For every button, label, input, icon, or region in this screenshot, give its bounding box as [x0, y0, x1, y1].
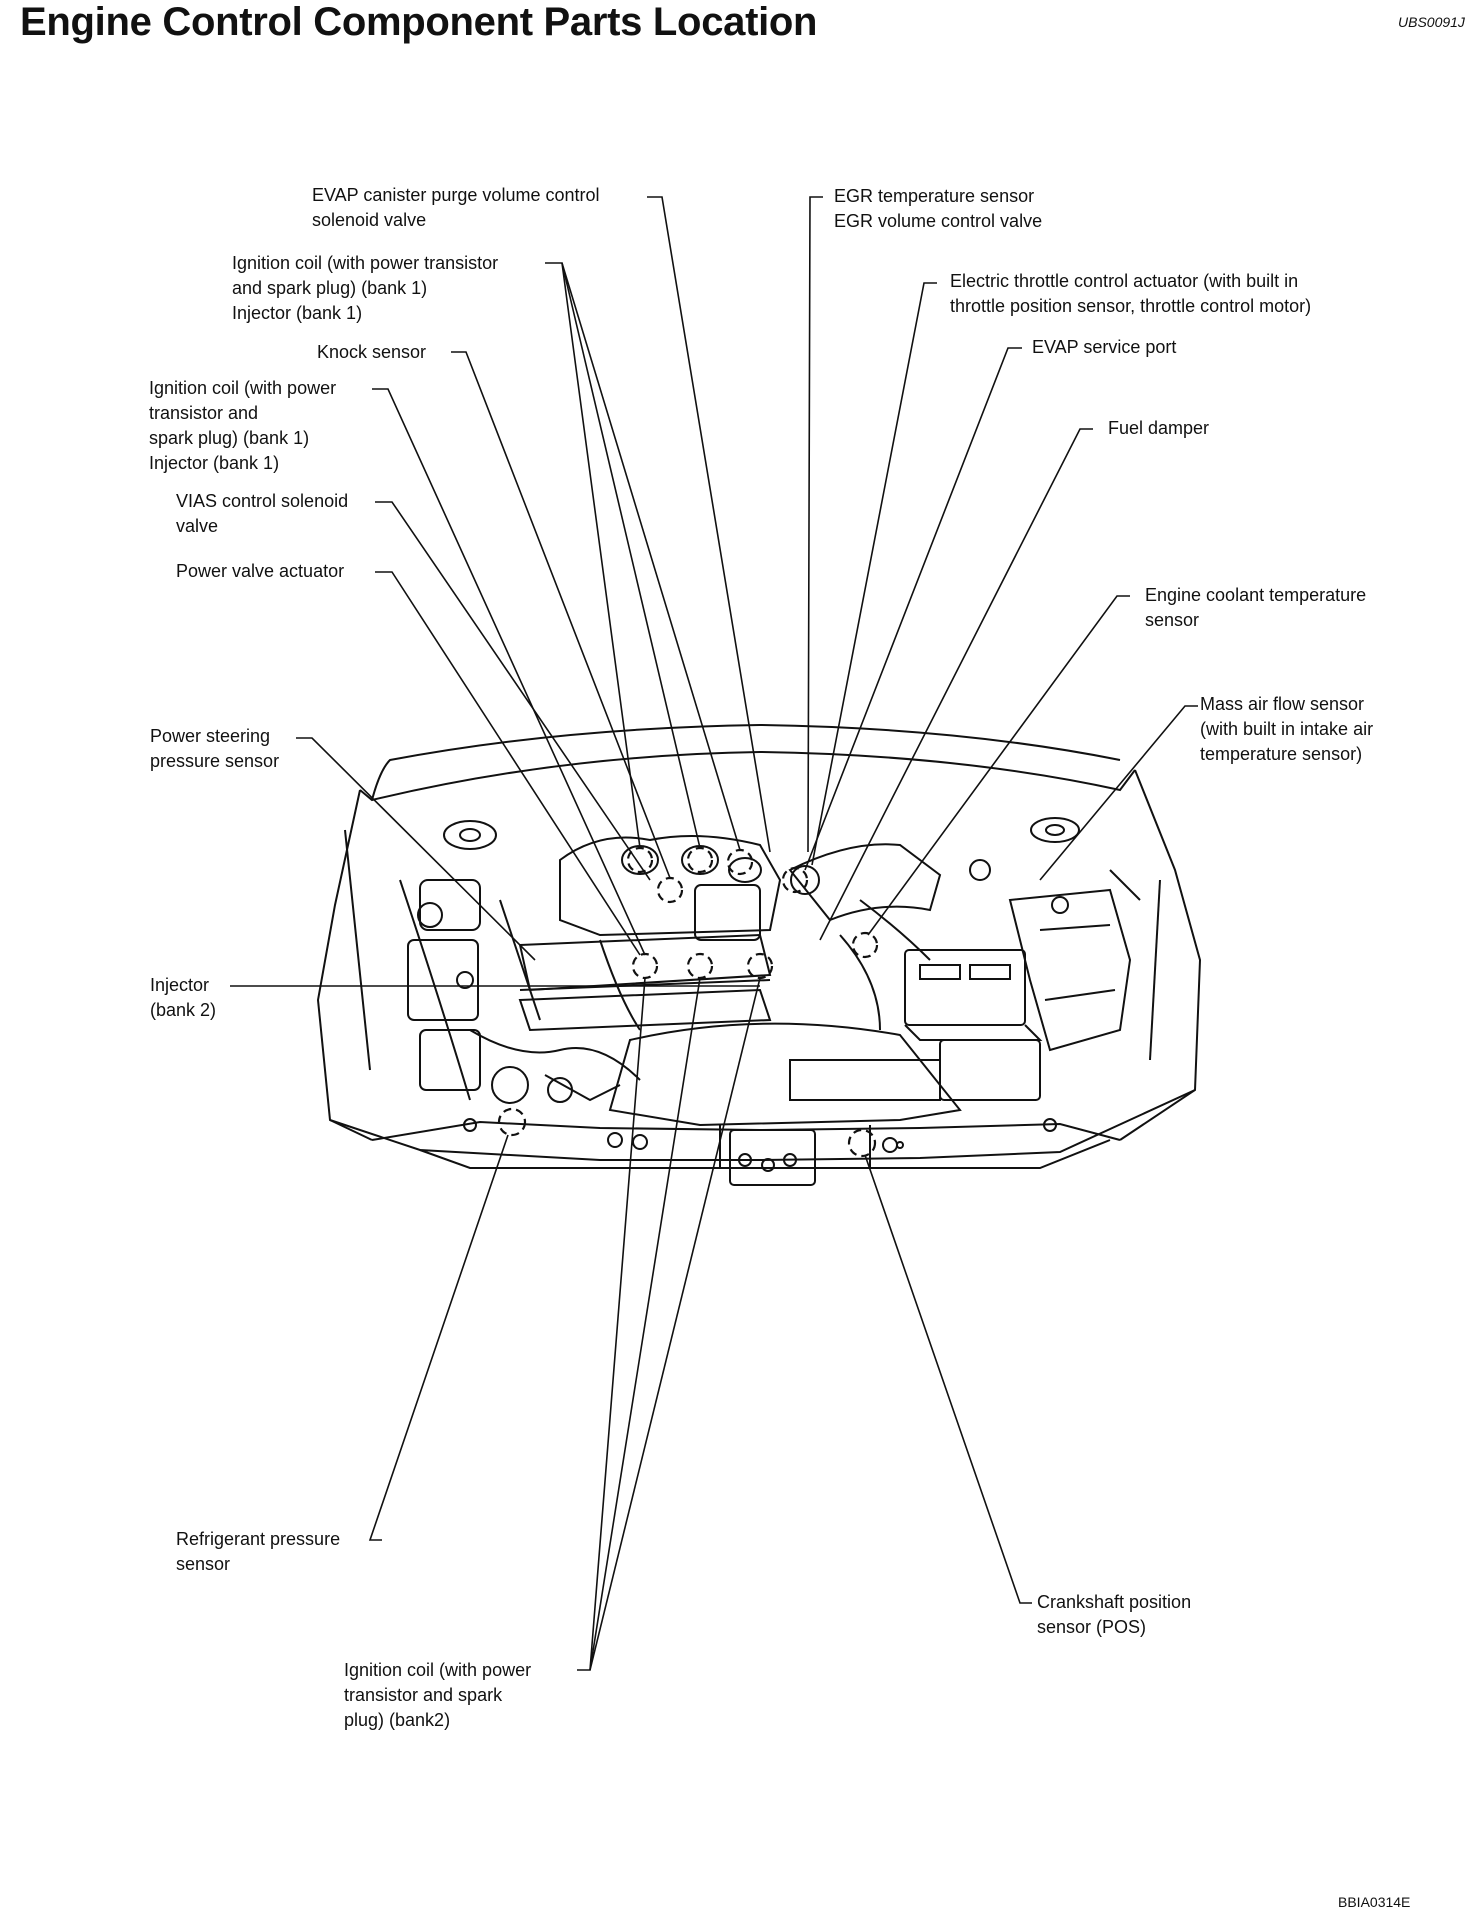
- label-ignition-coil-bank1-left: Ignition coil (with power transistor and…: [149, 378, 337, 473]
- label-power-valve-actuator: Power valve actuator: [176, 561, 345, 581]
- label-power-steering-pressure-sensor: Power steering pressure sensor: [150, 726, 280, 771]
- label-crankshaft-position-sensor: Crankshaft position sensor (POS): [1037, 1592, 1192, 1637]
- label-injector-bank2: Injector (bank 2): [150, 975, 217, 1020]
- label-evap-purge-valve: EVAP canister purge volume control solen…: [312, 185, 600, 230]
- label-refrigerant-pressure-sensor: Refrigerant pressure sensor: [176, 1529, 341, 1574]
- label-fuel-damper: Fuel damper: [1108, 418, 1210, 438]
- label-engine-coolant-temperature-sensor: Engine coolant temperature sensor: [1145, 585, 1367, 630]
- label-egr-sensor-valve: EGR temperature sensor EGR volume contro…: [834, 186, 1043, 231]
- page-title: Engine Control Component Parts Location: [20, 0, 818, 44]
- engine-bay-illustration: [316, 723, 1202, 1186]
- leader-lines: [230, 196, 1198, 1671]
- label-evap-service-port: EVAP service port: [1032, 337, 1177, 357]
- label-ignition-coil-bank1-top: Ignition coil (with power transistor and…: [232, 253, 499, 323]
- figure-code-bottom: BBIA0314E: [1338, 1894, 1411, 1910]
- label-knock-sensor: Knock sensor: [317, 342, 427, 362]
- sensor-location-markers: [497, 846, 879, 1158]
- label-electric-throttle-control-actuator: Electric throttle control actuator (with…: [950, 271, 1312, 316]
- label-mass-air-flow-sensor: Mass air flow sensor (with built in inta…: [1200, 694, 1374, 764]
- label-ignition-coil-bank2: Ignition coil (with power transistor and…: [344, 1660, 532, 1730]
- figure-code-top: UBS0091J: [1398, 14, 1465, 30]
- label-vias-control-solenoid-valve: VIAS control solenoid valve: [176, 491, 349, 536]
